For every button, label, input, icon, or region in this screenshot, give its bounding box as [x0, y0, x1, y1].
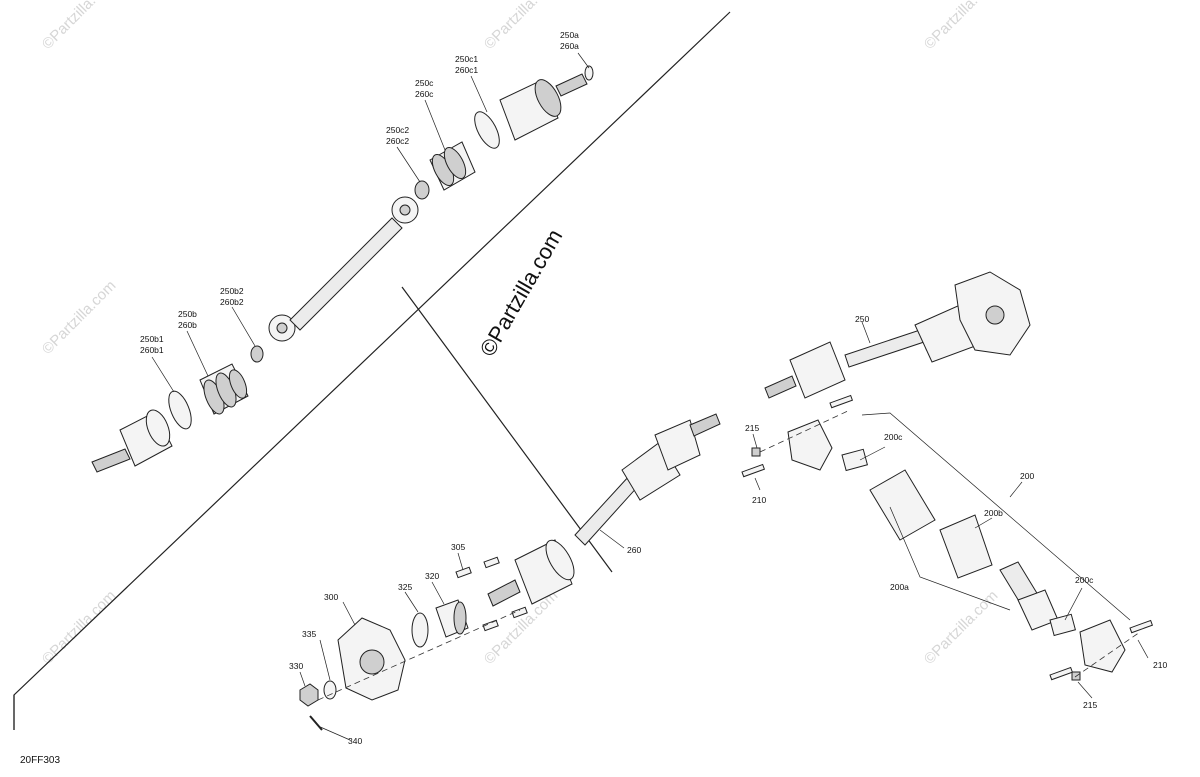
- callout-200c-top: 200c: [884, 432, 903, 442]
- callout-250c: 250c: [415, 78, 434, 88]
- prop-shaft-200-group: [741, 394, 1154, 699]
- clamp-ring-c1: [474, 111, 500, 149]
- watermark: ©Partzilla.com: [921, 587, 1002, 668]
- callout-260c2: 260c2: [386, 136, 409, 146]
- tripod-joint-left: [268, 314, 296, 342]
- callout-250a: 250a: [560, 30, 579, 40]
- retaining-ring-325: [411, 612, 429, 648]
- callout-340: 340: [348, 736, 362, 746]
- watermark: ©Partzilla.com: [481, 0, 562, 53]
- axle-260-group: [487, 413, 721, 607]
- watermark: ©Partzilla.com: [921, 0, 1002, 53]
- inner-boot: [429, 141, 476, 191]
- callout-250b2: 250b2: [220, 286, 244, 296]
- callout-300: 300: [324, 592, 338, 602]
- watermark: ©Partzilla.com: [39, 0, 120, 53]
- callout-200b: 200b: [984, 508, 1003, 518]
- callout-330: 330: [289, 661, 303, 671]
- outer-cv-stub: [91, 409, 173, 473]
- slip-yoke-200a: [869, 469, 936, 541]
- callout-200: 200: [1020, 471, 1034, 481]
- callout-200c-bottom: 200c: [1075, 575, 1094, 585]
- flange-yoke-top: [787, 419, 833, 471]
- hub-stub: [487, 579, 521, 607]
- bearing-320: [435, 599, 469, 638]
- watermark-main: ©Partzilla.com: [475, 225, 568, 361]
- axle-shaft: [289, 217, 403, 331]
- watermark: ©Partzilla.com: [39, 587, 120, 668]
- exploded-axle-group: [91, 52, 594, 473]
- shaft-250: [844, 329, 925, 368]
- inner-housing-260: [654, 419, 701, 471]
- frame-lines: [13, 11, 731, 730]
- watermark: ©Partzilla.com: [39, 277, 120, 358]
- small-clamp-b2: [250, 345, 264, 363]
- drawing-code: 20FF303: [20, 755, 60, 766]
- outer-boot: [199, 363, 249, 415]
- hub-assembly: [299, 552, 528, 741]
- clamp-ring-b1: [168, 390, 192, 430]
- callout-260c: 260c: [415, 89, 434, 99]
- hub-flange: [337, 617, 406, 701]
- callout-250b1: 250b1: [140, 334, 164, 344]
- washer-335: [323, 680, 337, 700]
- callout-215-bottom: 215: [1083, 700, 1097, 710]
- callout-210-top: 210: [752, 495, 766, 505]
- wheel-studs-305: [455, 556, 528, 632]
- tripod-joint-right: [391, 196, 419, 224]
- u-joint-bottom: [1049, 613, 1077, 637]
- boot-200b: [939, 514, 993, 579]
- callout-250c2: 250c2: [386, 125, 409, 135]
- divider-line: [401, 286, 613, 573]
- callout-260: 260: [627, 545, 641, 555]
- callout-labels: 250a 260a 250c1 260c1 250c 260c 250c2 26…: [140, 30, 1167, 746]
- inner-cv-housing: [499, 73, 588, 141]
- callout-250: 250: [855, 314, 869, 324]
- callout-260b: 260b: [178, 320, 197, 330]
- shaft-260: [574, 474, 641, 546]
- callout-260c1: 260c1: [455, 65, 478, 75]
- callout-260a: 260a: [560, 41, 579, 51]
- flange-yoke-bottom: [1079, 619, 1126, 673]
- callout-215-top: 215: [745, 423, 759, 433]
- callout-305: 305: [451, 542, 465, 552]
- callout-260b1: 260b1: [140, 345, 164, 355]
- axle-250-group: [764, 271, 1031, 399]
- cotter-pin-340: [309, 715, 323, 731]
- steering-knuckle-250: [954, 271, 1031, 356]
- small-clamp-c2: [414, 180, 430, 200]
- retaining-ring-a: [584, 65, 594, 81]
- callout-325: 325: [398, 582, 412, 592]
- callout-250c1: 250c1: [455, 54, 478, 64]
- callout-335: 335: [302, 629, 316, 639]
- u-joint-top: [841, 448, 869, 472]
- inner-housing-250: [789, 341, 846, 399]
- nut-330: [299, 683, 319, 707]
- callout-320: 320: [425, 571, 439, 581]
- callout-210-bottom: 210: [1153, 660, 1167, 670]
- callout-260b2: 260b2: [220, 297, 244, 307]
- callout-250b: 250b: [178, 309, 197, 319]
- callout-200a: 200a: [890, 582, 909, 592]
